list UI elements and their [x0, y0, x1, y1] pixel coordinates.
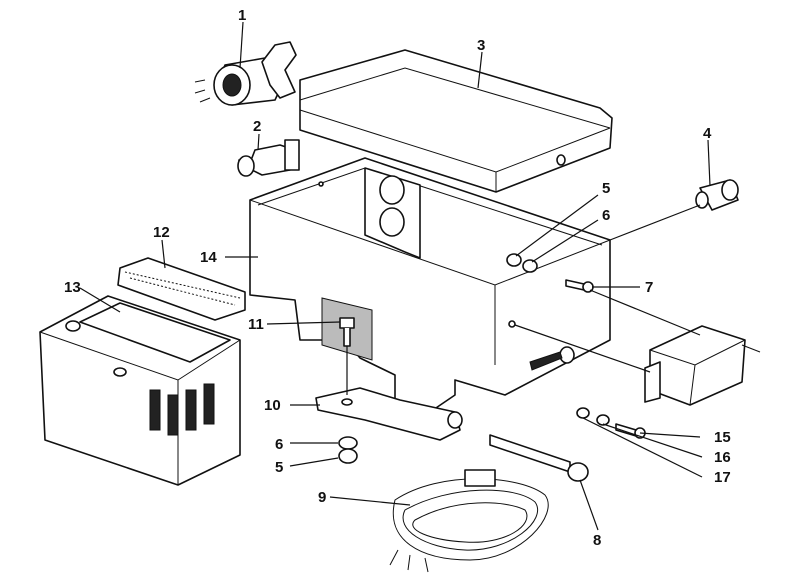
part-10-mounting-bracket — [315, 387, 463, 441]
label-5-top: 5 — [602, 180, 610, 197]
label-15: 15 — [714, 429, 731, 446]
label-9: 9 — [318, 489, 326, 506]
part-5-6-washers-top — [506, 253, 538, 273]
part-2-socket-connector — [237, 139, 300, 177]
label-6-bottom: 6 — [275, 436, 283, 453]
label-8: 8 — [593, 532, 601, 549]
part-9-wiring-harness — [389, 469, 549, 573]
label-13: 13 — [64, 279, 81, 296]
label-11: 11 — [248, 316, 264, 333]
leader-lines — [79, 21, 711, 531]
part-12-foam-pad — [117, 257, 246, 321]
part-1-ignition-switch — [194, 41, 297, 106]
label-5-bottom: 5 — [275, 459, 283, 476]
part-8-long-bolt — [489, 434, 589, 482]
part-5-6-washers-bottom — [338, 436, 358, 464]
label-14: 14 — [200, 249, 217, 266]
label-2: 2 — [253, 118, 261, 135]
part-3-battery-box-lid — [299, 49, 613, 193]
part-4-indicator-lamp — [695, 179, 739, 211]
voltage-regulator — [644, 325, 761, 406]
label-12: 12 — [153, 224, 170, 241]
label-4: 4 — [703, 125, 712, 142]
part-15-16-17-fasteners — [576, 407, 646, 439]
label-16: 16 — [714, 449, 731, 466]
label-6-top: 6 — [602, 207, 610, 224]
part-13-battery — [39, 295, 241, 486]
callout-labels: 1 2 3 4 5 6 7 8 9 10 11 12 13 14 15 16 1… — [64, 7, 731, 549]
label-17: 17 — [714, 469, 731, 486]
label-3: 3 — [477, 37, 485, 54]
label-10: 10 — [264, 397, 281, 414]
label-7: 7 — [645, 279, 653, 296]
part-14-battery-box — [249, 157, 611, 413]
label-1: 1 — [238, 7, 246, 24]
